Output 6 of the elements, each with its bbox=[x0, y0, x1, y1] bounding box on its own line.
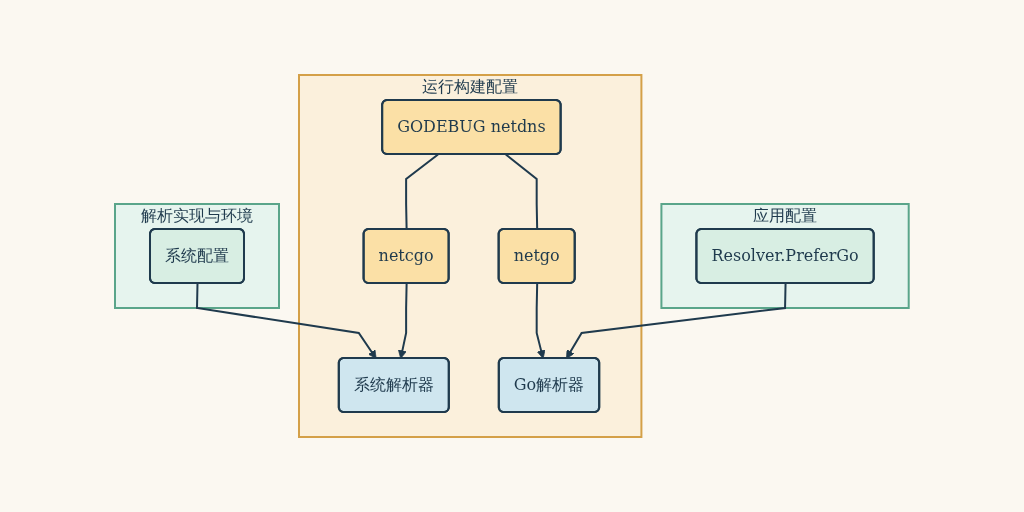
connector bbox=[405, 153, 440, 231]
arrow bbox=[535, 282, 546, 359]
arrow bbox=[398, 282, 408, 359]
arrow bbox=[566, 282, 787, 359]
arrow bbox=[196, 282, 377, 359]
connector bbox=[504, 153, 539, 231]
